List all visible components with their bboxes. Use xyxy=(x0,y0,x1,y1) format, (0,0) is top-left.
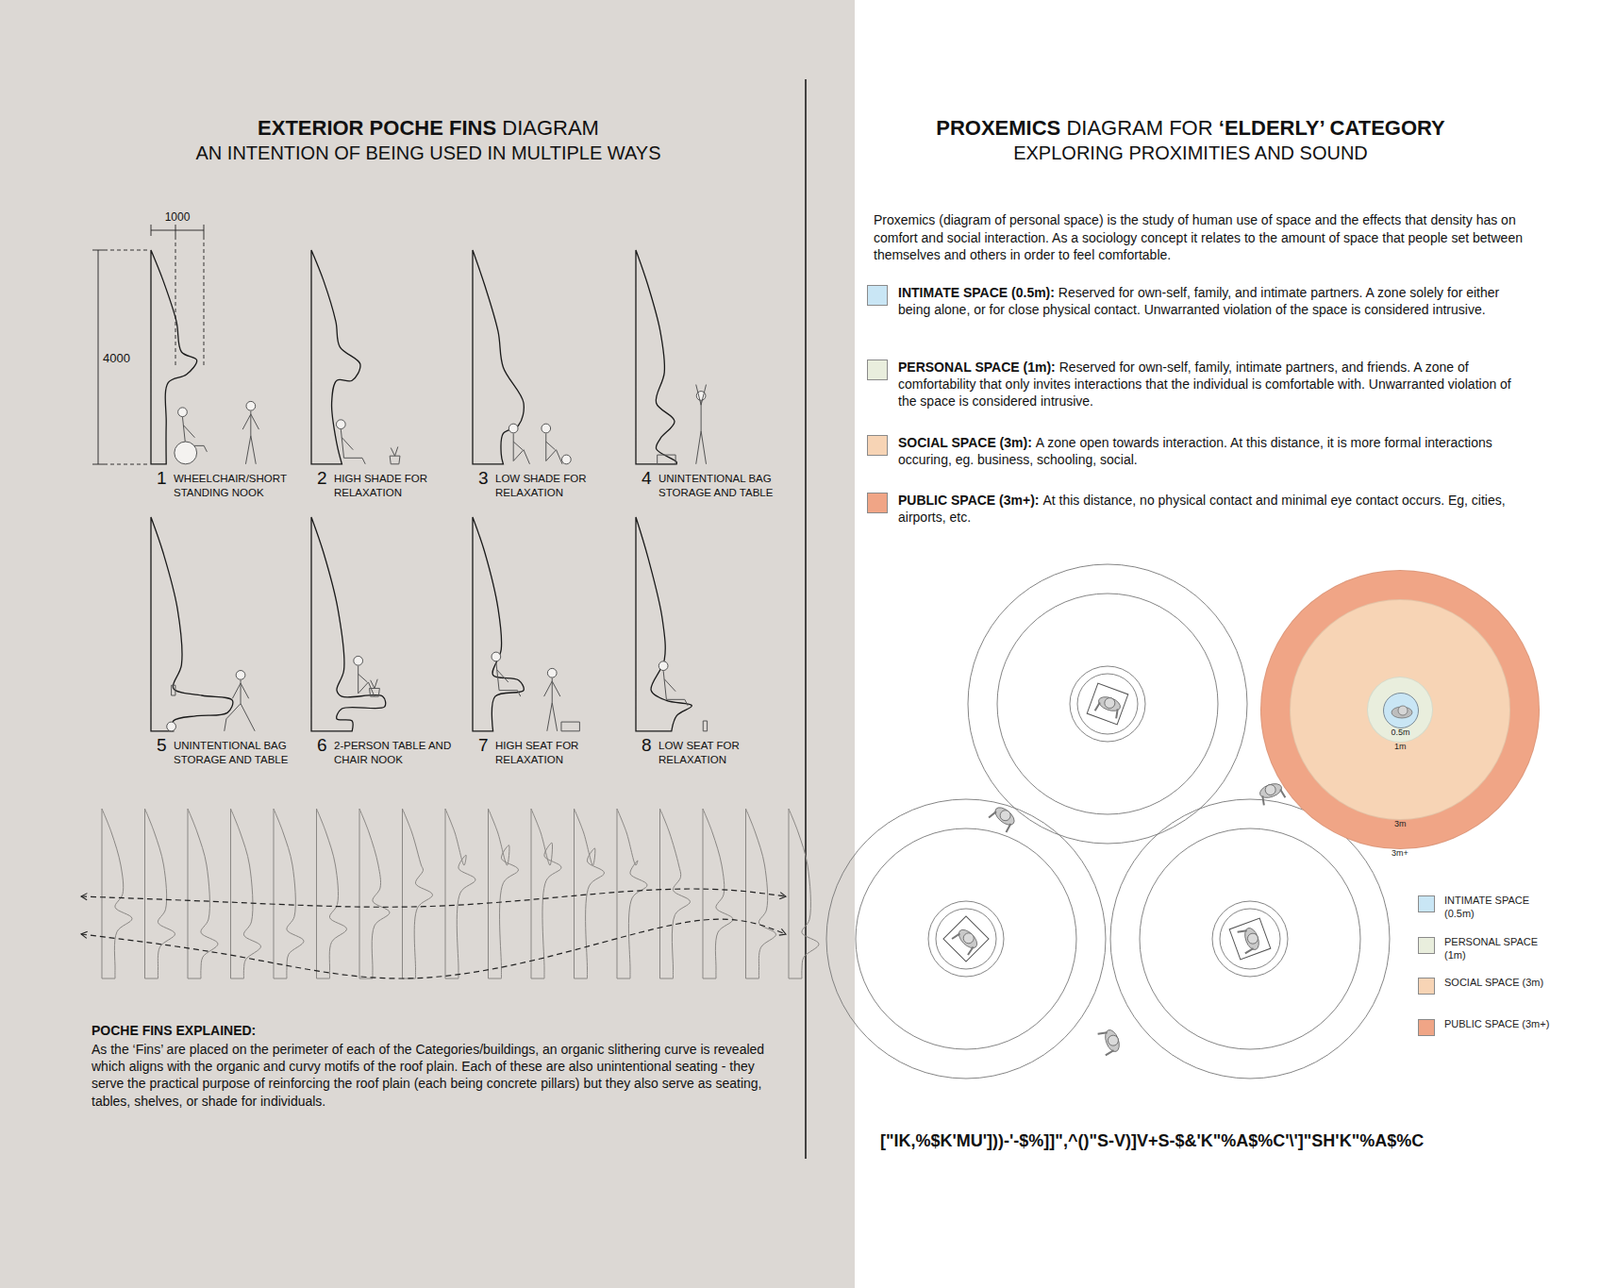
heading-line: EXTERIOR POCHE FINSDIAGRAM xyxy=(88,115,768,143)
person-top-view xyxy=(1095,694,1123,719)
ring-label: 1m xyxy=(1394,742,1407,752)
body-text: Proxemics (diagram of personal space) is… xyxy=(873,211,1525,265)
heading: PROXEMICS xyxy=(935,116,1061,140)
caption: HIGH SEAT FOR RELAXATION xyxy=(495,738,628,767)
person-top-view xyxy=(1383,693,1420,730)
caption: WHEELCHAIR/SHORT STANDING NOOK xyxy=(173,471,306,500)
legend-label: SOCIAL SPACE (3m): xyxy=(898,434,1033,450)
legend-label: PERSONAL SPACE (1m) xyxy=(1444,935,1553,963)
legend-swatch xyxy=(866,492,888,514)
caption: HIGH SHADE FOR RELAXATION xyxy=(333,471,467,500)
callout-number: 3 xyxy=(478,468,489,487)
ring-label: 0.5m xyxy=(1391,728,1411,738)
left-panel xyxy=(0,0,855,1288)
flow-curve xyxy=(81,888,786,907)
caption: 2-PERSON TABLE AND CHAIR NOOK xyxy=(333,738,467,767)
callout-number: 2 xyxy=(316,468,328,487)
legend-row: INTIMATE SPACE (0.5m):Reserved for own-s… xyxy=(898,283,1531,318)
poche-fin xyxy=(311,516,386,732)
poche-fin xyxy=(150,516,255,732)
legend-label: SOCIAL SPACE (3m) xyxy=(1444,976,1553,990)
poche-fin xyxy=(150,250,259,465)
divider-line xyxy=(804,79,807,1159)
caption: LOW SHADE FOR RELAXATION xyxy=(495,471,628,500)
heading: ‘ELDERLY’ CATEGORY xyxy=(1218,116,1446,140)
poche-fin xyxy=(311,250,400,465)
legend-swatch xyxy=(1417,895,1435,913)
callout-number: 5 xyxy=(156,735,167,754)
callout-number: 8 xyxy=(641,735,652,754)
caption: UNINTENTIONAL BAG STORAGE AND TABLE xyxy=(173,738,306,767)
intimate-space-ring: 0.5m xyxy=(1383,692,1419,729)
right-panel xyxy=(854,0,1600,1288)
callout-number: 7 xyxy=(478,735,489,754)
legend-swatch xyxy=(1417,936,1435,954)
poche-fin xyxy=(472,516,580,732)
legend-swatch xyxy=(1417,1018,1435,1036)
heading: DIAGRAM FOR xyxy=(1066,116,1213,140)
caption: UNINTENTIONAL BAG STORAGE AND TABLE xyxy=(658,471,791,500)
legend-swatch xyxy=(866,434,888,456)
callout-number: 4 xyxy=(641,468,652,487)
person-top-view xyxy=(951,926,981,955)
body-text: POCHE FINS EXPLAINED: xyxy=(91,1022,790,1040)
ring-label: 3m+ xyxy=(1391,849,1409,859)
dimension-label: 1000 xyxy=(153,210,201,225)
legend-label: PUBLIC SPACE (3m+) xyxy=(1444,1017,1553,1032)
person-top-view xyxy=(1258,781,1286,806)
legend-label: INTIMATE SPACE (0.5m): xyxy=(898,284,1055,300)
social-space-ring: 0.5m1m3m xyxy=(1289,599,1511,820)
flow-curve xyxy=(81,918,786,979)
subheading: EXPLORING PROXIMITIES AND SOUND xyxy=(841,141,1540,166)
legend-label: PERSONAL SPACE (1m): xyxy=(898,359,1056,375)
ring-label: 3m xyxy=(1394,819,1407,830)
poche-fin xyxy=(635,250,707,465)
legend-swatch xyxy=(866,359,888,381)
heading: EXTERIOR POCHE FINS xyxy=(257,116,497,140)
person-top-view xyxy=(1098,1028,1123,1056)
legend-label: INTIMATE SPACE (0.5m) xyxy=(1444,894,1553,921)
personal-space-ring: 0.5m1m xyxy=(1366,676,1434,743)
dimension-label: 4000 xyxy=(102,350,131,367)
poche-fin xyxy=(635,516,708,732)
legend-swatch xyxy=(1417,977,1435,995)
callout-number: 1 xyxy=(156,468,167,487)
person-top-view xyxy=(1237,926,1263,954)
legend-row: PUBLIC SPACE (3m+):At this distance, no … xyxy=(898,491,1531,526)
poche-fin xyxy=(472,250,571,465)
body-text: As the ‘Fins’ are placed on the perimete… xyxy=(91,1040,785,1110)
legend-row: PERSONAL SPACE (1m):Reserved for own-sel… xyxy=(898,358,1531,411)
body-text: ["IK,%$K'MU']))-'-$%]]",^()"S-V)]V+S-$&'… xyxy=(880,1130,1424,1152)
legend-label: PUBLIC SPACE (3m+): xyxy=(898,492,1039,508)
callout-number: 6 xyxy=(316,735,328,754)
heading: DIAGRAM xyxy=(501,116,600,140)
person-top-view xyxy=(988,803,1017,833)
caption: LOW SEAT FOR RELAXATION xyxy=(658,738,791,767)
legend-row: SOCIAL SPACE (3m):A zone open towards in… xyxy=(898,433,1531,468)
public-space-ring: 0.5m1m3m3m+ xyxy=(1260,569,1540,850)
fin-strip xyxy=(101,808,819,979)
heading-line: PROXEMICSDIAGRAM FOR‘ELDERLY’ CATEGORY xyxy=(841,115,1540,143)
subheading: AN INTENTION OF BEING USED IN MULTIPLE W… xyxy=(88,141,768,166)
legend-swatch xyxy=(866,284,888,306)
dimension-lines xyxy=(92,224,204,465)
